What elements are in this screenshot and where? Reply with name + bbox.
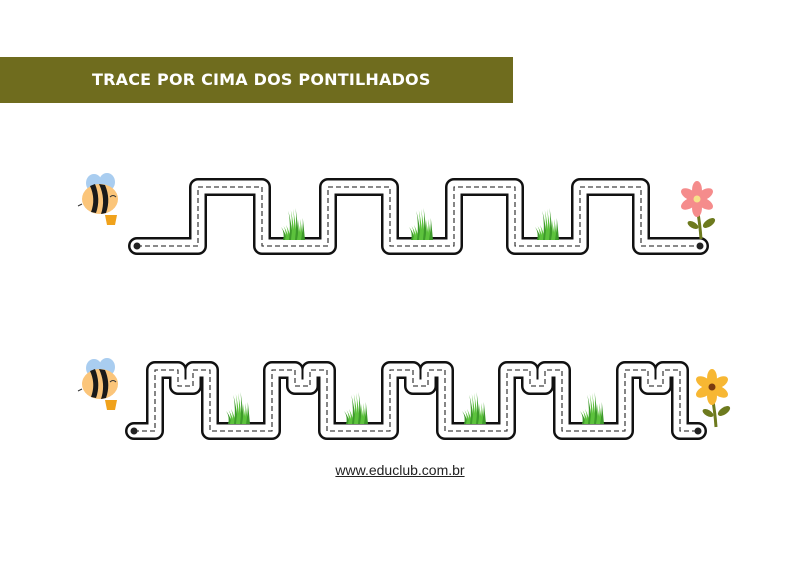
end-dot: [694, 427, 702, 435]
flower-icon: [696, 369, 731, 428]
start-dot: [133, 242, 141, 250]
bee-icon: [77, 173, 118, 225]
page-title: TRACE POR CIMA DOS PONTILHADOS: [92, 70, 431, 89]
grass-icon: [281, 208, 305, 240]
website-link[interactable]: www.educlub.com.br: [335, 462, 465, 478]
grass-decorations: [226, 208, 604, 424]
start-dot: [130, 427, 138, 435]
grass-icon: [409, 208, 433, 240]
trace-path-2[interactable]: [125, 361, 707, 440]
dotted-guide[interactable]: [137, 186, 700, 247]
trace-path-1[interactable]: [128, 178, 709, 255]
grass-icon: [226, 392, 250, 424]
title-banner: TRACE POR CIMA DOS PONTILHADOS: [0, 57, 513, 103]
grass-icon: [462, 392, 486, 424]
grass-icon: [535, 208, 559, 240]
bee-icon: [77, 358, 118, 410]
grass-icon: [580, 392, 604, 424]
grass-icon: [344, 392, 368, 424]
dotted-guide[interactable]: [134, 369, 698, 432]
flower-icon: [681, 181, 716, 240]
end-dot: [696, 242, 704, 250]
